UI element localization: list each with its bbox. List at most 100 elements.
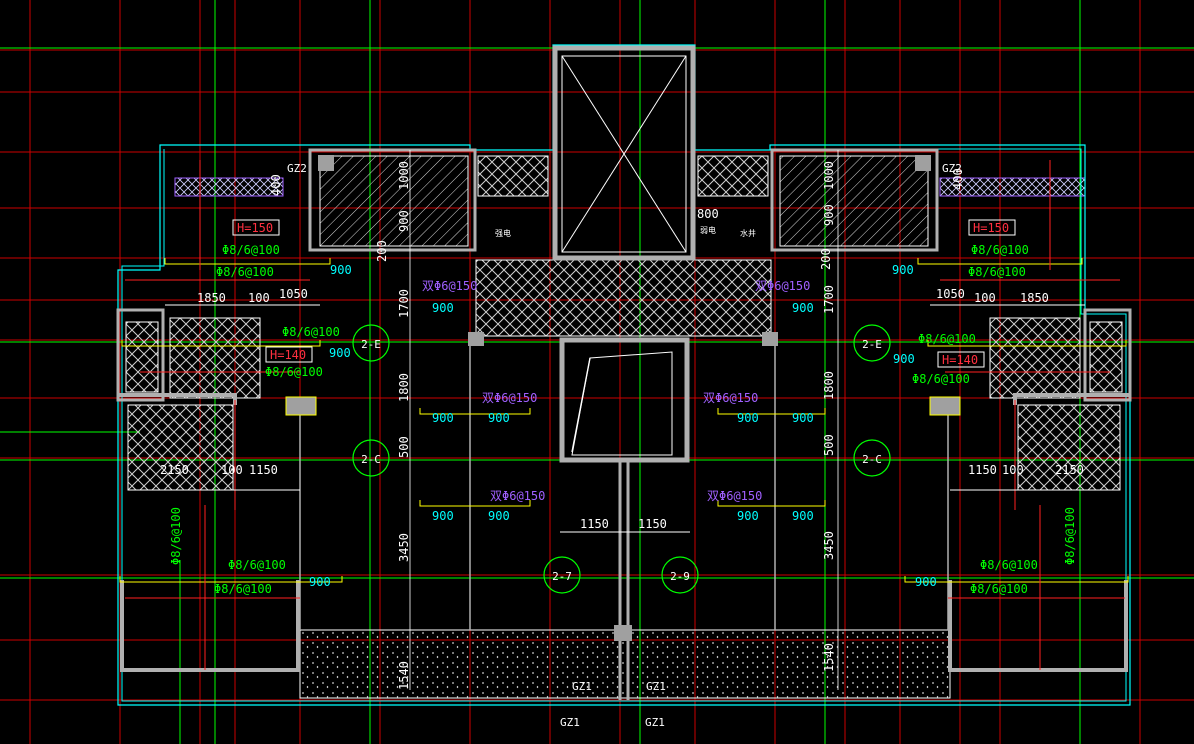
column-tag: GZ2: [942, 162, 962, 175]
axis-label: 2-9: [670, 570, 690, 583]
rebar-note: Φ8/6@100: [912, 372, 970, 386]
slab-thickness-label: H=150: [237, 221, 273, 235]
cyan-dimension-label: 900: [737, 411, 759, 425]
cyan-dimension-label: 900: [737, 509, 759, 523]
dimension-label: 900: [397, 210, 411, 232]
slab-note: 双Φ6@150: [482, 391, 537, 405]
cyan-dimension-label: 900: [915, 575, 937, 589]
dimension-label: 100: [974, 291, 996, 305]
axis-bubbles: [352, 324, 891, 594]
axis-label: 2-C: [862, 453, 882, 466]
room-note: 水井: [740, 228, 756, 238]
cyan-dimension-label: 900: [792, 509, 814, 523]
rebar-note: Φ8/6@100: [265, 365, 323, 379]
dimension-label: 1800: [822, 371, 836, 400]
slab-note: 双Φ6@150: [703, 391, 758, 405]
dimension-layer: 1000 900 200 1000 900 200 1850 100 1050 1050 100 18…: [160, 161, 1084, 690]
dimension-label: 1000: [397, 161, 411, 190]
slab-note: 双Φ6@150: [422, 279, 477, 293]
dimension-label: 1050: [936, 287, 965, 301]
cyan-dimension-layer: 900 900 900 900 900 900 900 900 900 900 900 900 900 9…: [309, 263, 937, 589]
walls: [116, 44, 1132, 706]
dimension-label: 100: [221, 463, 243, 477]
axis-label: 2-C: [361, 453, 381, 466]
dimension-label: 1540: [822, 643, 836, 672]
slab-note-layer: 双Φ6@150 双Φ6@150 双Φ6@150 双Φ6@150 双Φ6@150 双Φ6@1…: [422, 279, 810, 503]
dimension-label: 1000: [822, 161, 836, 190]
slab-thickness-label: H=140: [942, 353, 978, 367]
dimension-label: 400: [951, 168, 965, 190]
slab-note: 双Φ6@150: [490, 489, 545, 503]
rebar-note: Φ8/6@100: [968, 265, 1026, 279]
dimension-label: 1150: [968, 463, 997, 477]
dimension-label: 1050: [279, 287, 308, 301]
cyan-dimension-label: 900: [330, 263, 352, 277]
cyan-dimension-label: 900: [432, 301, 454, 315]
room-note: 弱电: [700, 225, 716, 235]
dimension-label: 1540: [397, 661, 411, 690]
room-note-layer: 强电 弱电 水井: [495, 225, 756, 238]
dimension-label: 1150: [249, 463, 278, 477]
dimension-label: 400: [269, 174, 283, 196]
cyan-dimension-label: 900: [309, 575, 331, 589]
rebar-note: Φ8/6@100: [222, 243, 280, 257]
rebar-note: Φ8/6@100: [282, 325, 340, 339]
cyan-dimension-label: 900: [893, 352, 915, 366]
rebar-note: Φ8/6@100: [971, 243, 1029, 257]
dimension-label: 200: [819, 248, 833, 270]
column-tag: GZ1: [645, 716, 665, 729]
dimension-label: 1700: [822, 285, 836, 314]
column-tag: GZ1: [572, 680, 592, 693]
rebar-note: Φ8/6@100: [214, 582, 272, 596]
dimension-label: 200: [375, 240, 389, 262]
dimension-label: 100: [248, 291, 270, 305]
rebar-note: Φ8/6@100: [169, 507, 183, 565]
dimension-label: 500: [822, 434, 836, 456]
rebar-note: Φ8/6@100: [1063, 507, 1077, 565]
rebar-note: Φ8/6@100: [216, 265, 274, 279]
column-tag: GZ1: [646, 680, 666, 693]
rebar-note: Φ8/6@100: [228, 558, 286, 572]
dimension-label: 1850: [1020, 291, 1049, 305]
room-note: 强电: [495, 228, 511, 238]
cyan-dimension-label: 900: [432, 411, 454, 425]
cyan-dimension-label: 900: [329, 346, 351, 360]
cyan-dimension-label: 900: [792, 411, 814, 425]
dimension-label: 2150: [160, 463, 189, 477]
rebar-note: Φ8/6@100: [970, 582, 1028, 596]
dimension-label: 3450: [397, 533, 411, 562]
dimension-label: 2150: [1055, 463, 1084, 477]
dimension-label: 800: [697, 207, 719, 221]
cyan-dimension-label: 900: [488, 411, 510, 425]
axis-label: 2-E: [862, 338, 882, 351]
dimension-label: 100: [1002, 463, 1024, 477]
rebar-lines: [119, 150, 1129, 690]
dimension-label: 500: [397, 436, 411, 458]
dimension-label: 1150: [638, 517, 667, 531]
dimension-label: 1700: [397, 289, 411, 318]
slab-thickness-label: H=140: [270, 348, 306, 362]
axis-label: 2-7: [552, 570, 572, 583]
slab-tag-boxes: [232, 219, 1016, 368]
dimension-label: 3450: [822, 531, 836, 560]
axis-label-layer: 2-E 2-E 2-C 2-C 2-7 2-9: [361, 338, 882, 583]
slab-note: 双Φ6@150: [755, 279, 810, 293]
slab-thickness-label: H=150: [973, 221, 1009, 235]
dimension-label: 1150: [580, 517, 609, 531]
axis-label: 2-E: [361, 338, 381, 351]
dimension-label: 1850: [197, 291, 226, 305]
slab-note: 双Φ6@150: [707, 489, 762, 503]
cyan-dimension-label: 900: [892, 263, 914, 277]
dimension-label: 900: [822, 204, 836, 226]
hatched-areas: [125, 155, 1123, 699]
rebar-note: Φ8/6@100: [980, 558, 1038, 572]
cyan-dimension-label: 900: [488, 509, 510, 523]
column-tag: GZ1: [560, 716, 580, 729]
dimension-label: 1800: [397, 373, 411, 402]
rebar-note: Φ8/6@100: [918, 332, 976, 346]
cyan-dimension-label: 900: [792, 301, 814, 315]
cyan-dimension-label: 900: [432, 509, 454, 523]
